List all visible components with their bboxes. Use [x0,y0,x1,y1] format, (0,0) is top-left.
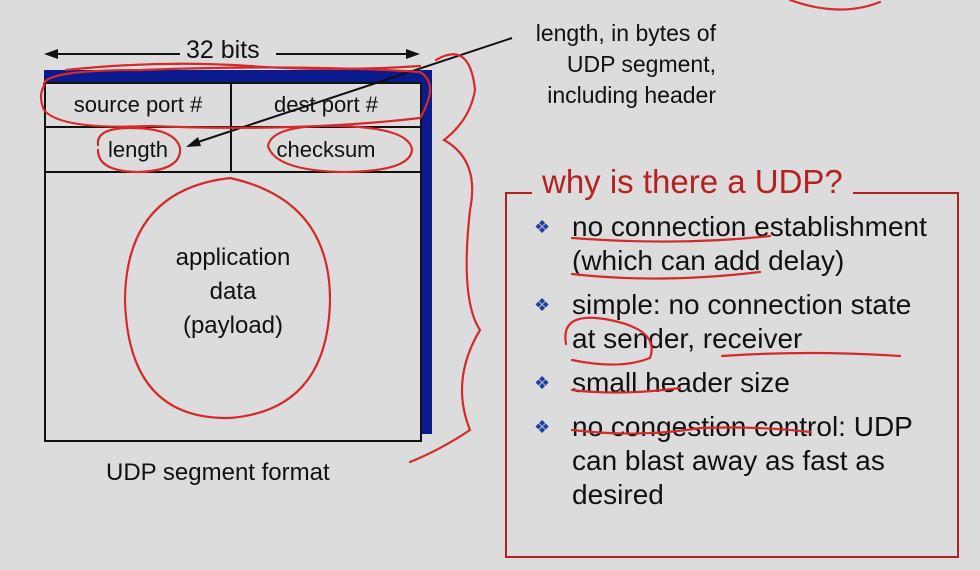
length-note-line-3: including header [547,82,716,108]
payload-line-2: data [209,278,257,305]
header-row-length-checksum: length checksum [46,128,420,173]
payload-area: application data (payload) [46,241,420,343]
length-field: length [46,128,232,171]
diamond-bullet-icon: ❖ [534,373,551,393]
bullet-text: small header size [572,367,790,398]
source-port-field: source port # [46,84,232,126]
why-udp-list: ❖ no connection establishment (which can … [532,210,932,522]
diamond-bullet-icon: ❖ [534,295,551,315]
list-item: ❖ simple: no connection state at sender, … [532,288,932,356]
list-item: ❖ small header size [532,366,932,400]
payload-line-1: application [175,244,291,271]
bullet-text: no connection establishment (which can a… [572,211,927,276]
list-item: ❖ no congestion control: UDP can blast aw… [532,410,932,512]
why-udp-title: why is there a UDP? [532,163,853,201]
header-bar-right [421,70,432,434]
bits-label: 32 bits [186,36,260,64]
dest-port-field: dest port # [274,92,378,117]
payload-line-3: (payload) [182,312,284,339]
bullet-text: no congestion control: UDP can blast awa… [572,411,913,510]
header-row-ports: source port # dest port # [46,84,420,128]
length-note: length, in bytes of UDP segment, includi… [496,18,716,111]
list-item: ❖ no connection establishment (which can … [532,210,932,278]
diamond-bullet-icon: ❖ [534,217,551,237]
checksum-field: checksum [276,136,376,162]
length-note-line-2: UDP segment, [566,51,716,77]
diamond-bullet-icon: ❖ [534,417,551,437]
length-note-line-1: length, in bytes of [535,20,716,46]
udp-segment-table: source port # dest port # length checksu… [44,82,422,442]
segment-caption: UDP segment format [106,459,330,486]
bullet-text: simple: no connection state at sender, r… [572,289,912,354]
